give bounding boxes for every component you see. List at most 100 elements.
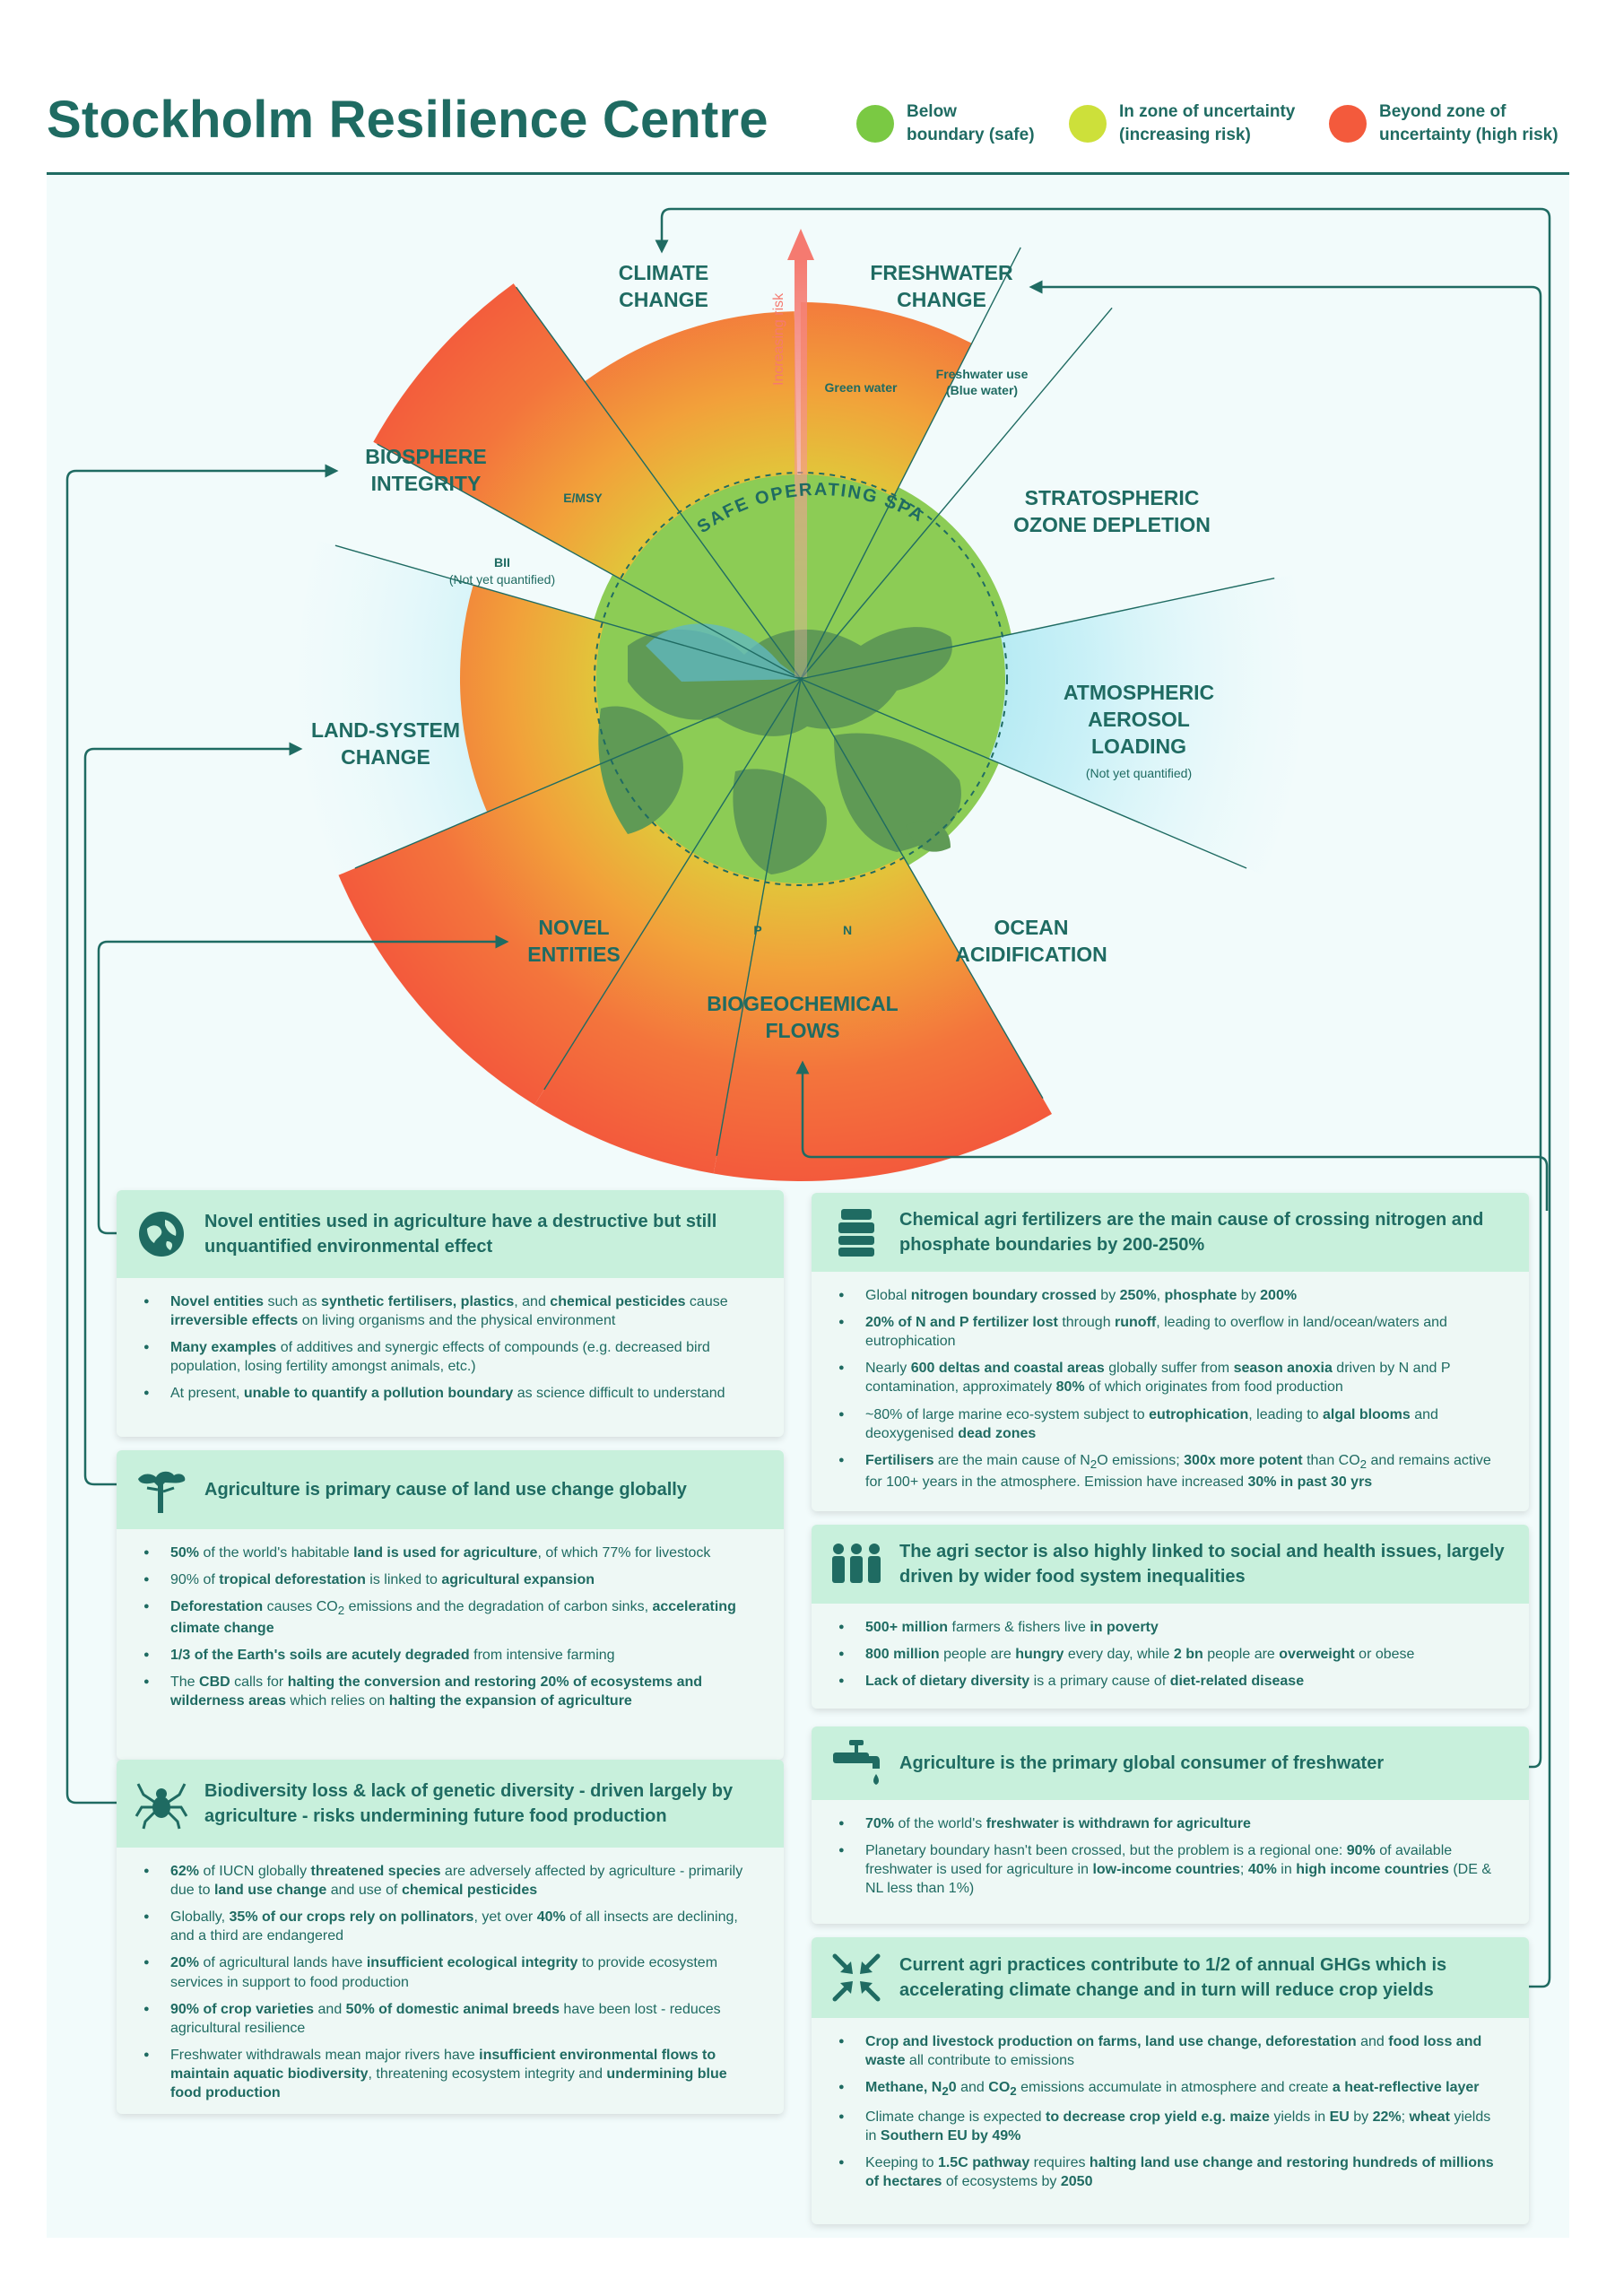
fertilizer-bags-icon xyxy=(829,1205,883,1259)
arrow-climate xyxy=(655,207,1551,1988)
spoke-line xyxy=(334,544,802,680)
label-green-water: Green water xyxy=(824,380,898,395)
arrow-fertilizer-to-biogeo xyxy=(795,1060,1549,1211)
label-novel-entities: NOVEL ENTITIES xyxy=(527,916,621,966)
card-climate-header: Current agri practices contribute to 1/2… xyxy=(812,1937,1529,2018)
card-novel-entities-title: Novel entities used in agriculture have … xyxy=(204,1212,717,1257)
arrow-freshwater xyxy=(1029,280,1542,1769)
spoke-line xyxy=(516,286,802,680)
card-biodiversity-header: Biodiversity loss & lack of genetic dive… xyxy=(117,1760,784,1848)
card-freshwater-list: 70% of the world's freshwater is withdra… xyxy=(838,1814,1502,1898)
list-item: ~80% of large marine eco-system subject … xyxy=(838,1405,1502,1443)
list-item: Lack of dietary diversity is a primary c… xyxy=(838,1672,1502,1691)
card-freshwater-title: Agriculture is the primary global consum… xyxy=(899,1753,1385,1773)
increasing-risk-label: Increasing risk xyxy=(771,292,786,386)
label-bii-note: (Not yet quantified) xyxy=(448,572,556,587)
card-biodiversity-title: Biodiversity loss & lack of genetic dive… xyxy=(204,1781,734,1826)
spoke-line xyxy=(800,678,1247,869)
wedge-aerosol-unquantified xyxy=(801,574,1304,875)
list-item: 1/3 of the Earth's soils are acutely deg… xyxy=(143,1646,757,1665)
increasing-risk-arrow xyxy=(794,256,807,677)
list-item: 50% of the world's habitable land is use… xyxy=(143,1544,757,1562)
globe-icon xyxy=(135,1207,188,1261)
list-item: 800 million people are hungry every day,… xyxy=(838,1645,1502,1664)
list-item: Nearly 600 deltas and coastal areas glob… xyxy=(838,1359,1502,1396)
water-tap-icon xyxy=(829,1736,883,1790)
spoke-line xyxy=(377,443,802,680)
list-item: Global nitrogen boundary crossed by 250%… xyxy=(838,1286,1502,1305)
legend-uncertainty-dot xyxy=(1069,104,1107,143)
list-item: 90% of tropical deforestation is linked … xyxy=(143,1570,757,1589)
card-land-use-list: 50% of the world's habitable land is use… xyxy=(143,1544,757,1710)
label-bii: BII xyxy=(494,555,510,570)
label-phosphorus: P xyxy=(753,923,762,937)
arrow-novel xyxy=(97,935,509,1235)
people-icon xyxy=(829,1537,883,1591)
list-item: Fertilisers are the main cause of N2O em… xyxy=(838,1451,1502,1492)
legend-uncertainty: In zone of uncertainty (increasing risk) xyxy=(1069,100,1295,146)
label-biogeochemical-flows: BIOGEOCHEMICAL FLOWS xyxy=(707,992,899,1042)
card-novel-entities-header: Novel entities used in agriculture have … xyxy=(117,1190,784,1278)
list-item: Planetary boundary hasn't been crossed, … xyxy=(838,1841,1502,1898)
list-item: 20% of agricultural lands have insuffici… xyxy=(143,1953,757,1991)
list-item: 90% of crop varieties and 50% of domesti… xyxy=(143,2000,757,2038)
list-item: At present, unable to quantify a polluti… xyxy=(143,1384,757,1403)
increasing-risk-arrowhead xyxy=(787,229,814,260)
spoke-line xyxy=(543,678,802,1091)
label-ozone-depletion: STRATOSPHERIC OZONE DEPLETION xyxy=(1013,486,1211,536)
card-freshwater: Agriculture is the primary global consum… xyxy=(812,1726,1529,1924)
card-social-health-list: 500+ million farmers & fishers live in p… xyxy=(838,1618,1502,1691)
list-item: The CBD calls for halting the conversion… xyxy=(143,1673,757,1710)
label-aerosol-loading: ATMOSPHERIC AEROSOL LOADING xyxy=(1063,681,1215,758)
legend-uncertainty-label: In zone of uncertainty (increasing risk) xyxy=(1119,102,1296,144)
label-freshwater-change: FRESHWATER CHANGE xyxy=(870,261,1013,311)
header-divider xyxy=(47,172,1569,175)
legend-high-risk: Beyond zone of uncertainty (high risk) xyxy=(1329,100,1559,146)
list-item: 62% of IUCN globally threatened species … xyxy=(143,1862,757,1900)
list-item: Globally, 35% of our crops rely on polli… xyxy=(143,1908,757,1945)
spoke-line xyxy=(716,678,802,1156)
legend-high-risk-dot xyxy=(1329,104,1367,143)
card-chemical-fertilizers-title: Chemical agri fertilizers are the main c… xyxy=(899,1210,1484,1255)
list-item: 20% of N and P fertilizer lost through r… xyxy=(838,1313,1502,1351)
card-freshwater-header: Agriculture is the primary global consum… xyxy=(812,1726,1529,1800)
list-item: Many examples of additives and synergic … xyxy=(143,1338,757,1376)
label-land-system-change: LAND-SYSTEM CHANGE xyxy=(310,718,461,769)
card-chemical-fertilizers: Chemical agri fertilizers are the main c… xyxy=(812,1193,1529,1511)
card-land-use-title: Agriculture is primary cause of land use… xyxy=(204,1480,687,1500)
boundary-spokes xyxy=(334,247,1275,1156)
tree-icon xyxy=(135,1463,188,1517)
spoke-line xyxy=(800,247,1021,680)
card-land-use-header: Agriculture is primary cause of land use… xyxy=(117,1450,784,1529)
legend-safe-label: Below boundary (safe) xyxy=(907,102,1035,144)
list-item: Freshwater withdrawals mean major rivers… xyxy=(143,2046,757,2102)
label-nitrogen: N xyxy=(842,923,853,937)
spider-icon xyxy=(135,1777,188,1831)
spoke-line xyxy=(800,578,1275,680)
legend-safe: Below boundary (safe) xyxy=(856,100,1035,146)
legend-high-risk-label: Beyond zone of uncertainty (high risk) xyxy=(1379,102,1559,144)
card-climate-title: Current agri practices contribute to 1/2… xyxy=(899,1955,1447,2000)
card-social-health: The agri sector is also highly linked to… xyxy=(812,1525,1529,1709)
ocean-area xyxy=(646,623,801,682)
list-item: Methane, N20 and CO2 emissions accumulat… xyxy=(838,2078,1502,2100)
connector-arrows xyxy=(65,207,1551,1988)
list-item: Deforestation causes CO2 emissions and t… xyxy=(143,1597,757,1638)
list-item: Crop and livestock production on farms, … xyxy=(838,2032,1502,2070)
card-biodiversity: Biodiversity loss & lack of genetic dive… xyxy=(117,1760,784,2114)
legend-safe-dot xyxy=(856,104,894,143)
list-item: 70% of the world's freshwater is withdra… xyxy=(838,1814,1502,1833)
label-blue-water: Freshwater use (Blue water) xyxy=(935,367,1029,398)
label-emsy: E/MSY xyxy=(563,491,603,505)
page-title: Stockholm Resilience Centre xyxy=(47,91,768,149)
list-item: Novel entities such as synthetic fertili… xyxy=(143,1292,757,1330)
converging-arrows-icon xyxy=(829,1951,883,2005)
card-climate-list: Crop and livestock production on farms, … xyxy=(838,2032,1502,2191)
list-item: 500+ million farmers & fishers live in p… xyxy=(838,1618,1502,1637)
card-land-use: Agriculture is primary cause of land use… xyxy=(117,1450,784,1760)
spoke-line xyxy=(800,307,1113,680)
label-climate-change: CLIMATE CHANGE xyxy=(618,261,709,311)
spoke-line xyxy=(800,678,1044,1100)
list-item: Keeping to 1.5C pathway requires halting… xyxy=(838,2153,1502,2191)
